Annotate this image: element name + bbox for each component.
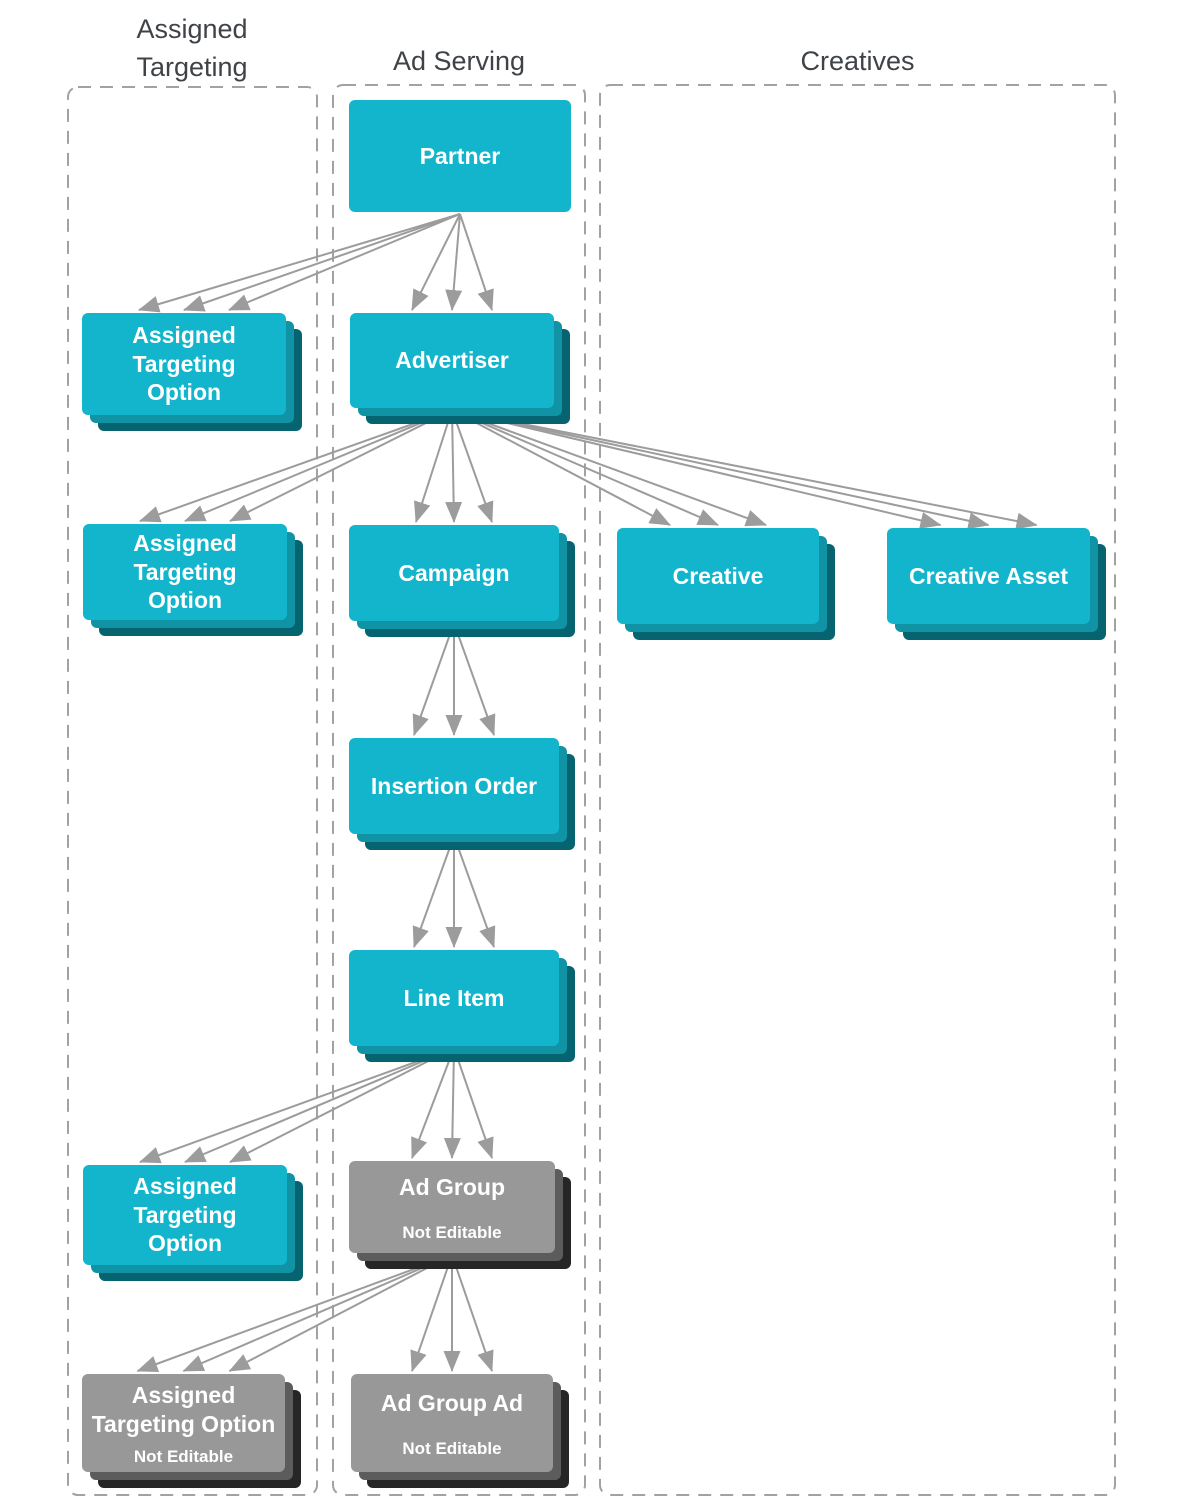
column-title-assigned-targeting: Assigned Targeting <box>136 14 248 83</box>
node-ad-group-ad: Ad Group Ad Not Editable <box>351 1374 553 1472</box>
node-label: Line Item <box>403 984 505 1011</box>
node-advertiser: Advertiser <box>350 313 554 408</box>
node-line-item: Line Item <box>349 950 559 1046</box>
node-creative: Creative <box>617 528 819 624</box>
node-label: Partner <box>419 142 501 169</box>
node-assigned-targeting-option-ad-group: Assigned Targeting Option Not Editable <box>82 1374 285 1472</box>
node-label: Creative <box>672 562 764 589</box>
column-assigned-targeting <box>68 87 317 1495</box>
node-sublabel-not-editable: Not Editable <box>402 1438 502 1458</box>
node-label: Assigned Targeting Option <box>132 322 236 406</box>
node-creative-asset: Creative Asset <box>887 528 1090 624</box>
node-label: Assigned Targeting Option <box>91 1381 276 1437</box>
node-label: Ad Group Ad <box>380 1390 524 1417</box>
node-label: Creative Asset <box>909 562 1068 589</box>
column-creatives <box>600 85 1115 1495</box>
node-label: Assigned Targeting Option <box>133 1173 237 1257</box>
node-partner: Partner <box>349 100 571 212</box>
node-assigned-targeting-option-line-item: Assigned Targeting Option <box>83 1165 287 1265</box>
node-sublabel-not-editable: Not Editable <box>133 1447 234 1467</box>
node-campaign: Campaign <box>349 525 559 621</box>
node-ad-group: Ad Group Not Editable <box>349 1161 555 1253</box>
node-label: Assigned Targeting Option <box>133 530 237 614</box>
node-sublabel-not-editable: Not Editable <box>402 1222 502 1242</box>
node-label: Campaign <box>398 559 510 586</box>
node-assigned-targeting-option-partner: Assigned Targeting Option <box>82 313 286 415</box>
column-title-ad-serving: Ad Serving <box>392 46 526 76</box>
node-label: Advertiser <box>395 347 509 374</box>
column-title-creatives: Creatives <box>800 46 915 76</box>
node-label: Insertion Order <box>370 772 538 799</box>
node-insertion-order: Insertion Order <box>349 738 559 834</box>
node-label: Ad Group <box>398 1174 506 1201</box>
node-assigned-targeting-option-advertiser: Assigned Targeting Option <box>83 524 287 620</box>
